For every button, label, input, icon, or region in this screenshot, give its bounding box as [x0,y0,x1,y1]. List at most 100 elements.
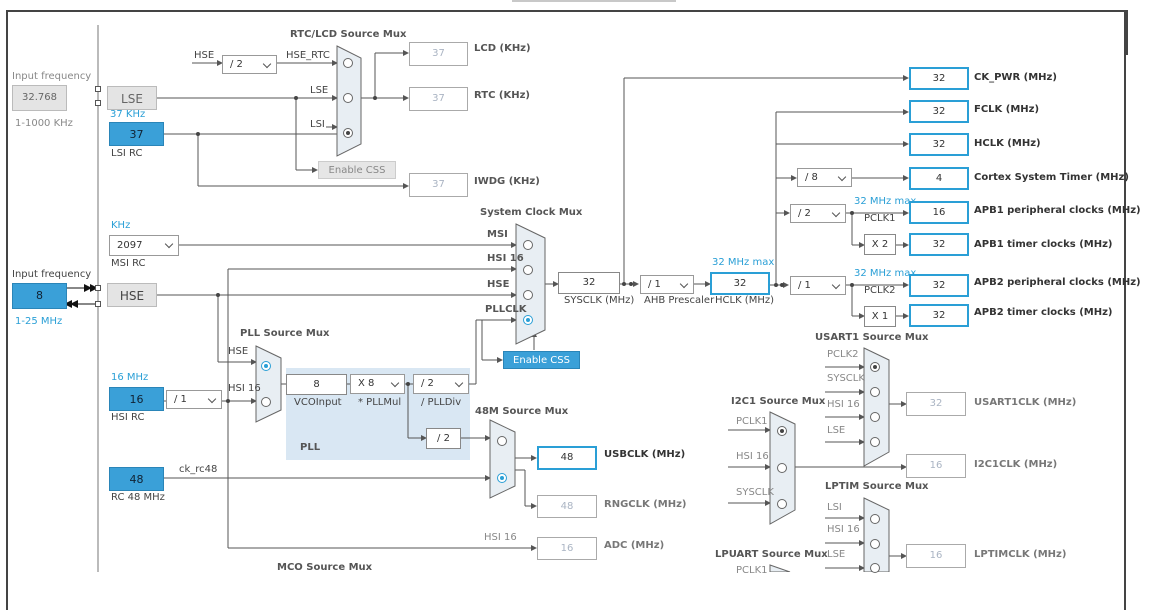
lptim-lsi-label: LSI [827,502,842,513]
usart1-hsi-label: HSI 16 [827,399,860,410]
apb2-prescaler-select[interactable]: / 1 [790,276,846,295]
sysclk-mux-pllclk-radio[interactable] [523,315,533,325]
lptim-mux-lsi-radio[interactable] [870,514,880,524]
hsi-rc-label: HSI RC [111,412,145,423]
sysclk-mux-pllclk-label: PLLCLK [485,304,527,315]
usart1-mux-sysclk-radio[interactable] [870,387,880,397]
sysclk-mux-hsi-label: HSI 16 [487,253,524,264]
sysclk-value: 32 [558,272,620,294]
cortex-timer-divider-select[interactable]: / 8 [797,168,852,187]
i2c1-mux-sysclk-radio[interactable] [777,499,787,509]
sysclk-mux-hse-label: HSE [487,279,510,290]
hsi-rc-value: 16 [109,387,164,411]
ahb-prescaler-select[interactable]: / 1 [640,275,694,294]
sysclk-mux-title: System Clock Mux [480,207,583,218]
lse-range-label: 1-1000 KHz [15,118,73,129]
ahb-prescaler-label: AHB Prescaler [644,295,715,306]
msi-range-select[interactable]: 2097 [109,235,179,256]
adc-hsi-label: HSI 16 [484,532,517,543]
lse-input-frequency-field[interactable]: 32.768 [12,85,67,111]
rtc-mux-hse-radio[interactable] [343,58,353,68]
i2c1-hsi-label: HSI 16 [736,451,769,462]
hse-port-bottom [95,301,101,307]
hclk-input-field[interactable]: 32 [710,272,770,295]
apb1-max-label: 32 MHz max [854,196,917,207]
rtc-freq-output: 37 [409,87,468,111]
rngclk-label: RNGCLK (MHz) [604,499,687,510]
usb48-mux-pll-radio[interactable] [497,436,507,446]
pll-mux-hsi-label: HSI 16 [228,383,261,394]
hse-range-label: 1-25 MHz [15,316,63,327]
lcd-freq-output: 37 [409,42,468,66]
rtc-enable-css-button[interactable]: Enable CSS [318,161,396,179]
hse-rtc-divider-select[interactable]: / 2 [222,55,277,74]
pll-vco-input-value: 8 [286,374,347,395]
i2c1-mux-pclk-radio[interactable] [777,426,787,436]
usart1-lse-label: LSE [827,425,846,436]
lse-oscillator-box[interactable]: LSE [107,86,157,110]
usart1-sysclk-label: SYSCLK [827,373,865,384]
iwdg-freq-output: 37 [409,173,468,197]
i2c1clk-output: 16 [906,454,966,478]
pll-vco-input-label: VCOInput [294,397,342,408]
lse-port-bottom [95,100,101,106]
fclk-label: FCLK (MHz) [974,104,1040,115]
pll-mux-hsi-radio[interactable] [261,397,271,407]
rtc-freq-label: RTC (KHz) [474,90,530,101]
sysclk-label: SYSCLK (MHz) [564,295,635,306]
apb1-peripheral-label: APB1 peripheral clocks (MHz) [974,205,1141,216]
apb2-max-label: 32 MHz max [854,268,917,279]
i2c1-mux-hsi-radio[interactable] [777,463,787,473]
clock-config-canvas [6,10,1126,610]
lsi-freq-label: 37 KHz [110,109,146,120]
usbclk-output: 48 [537,446,597,470]
ck-pwr-output: 32 [909,67,969,90]
usart1-mux-lse-radio[interactable] [870,437,880,447]
pll-mul-select[interactable]: X 8 [350,374,405,394]
pll-div-select[interactable]: / 2 [413,374,469,394]
lsi-rc-label: LSI RC [111,148,143,159]
usart1-mux-pclk-radio[interactable] [870,362,880,372]
usart1clk-label: USART1CLK (MHz) [974,397,1077,408]
usart1-mux-title: USART1 Source Mux [815,332,929,343]
hse-rtc-label: HSE_RTC [286,50,330,61]
sysclk-mux-msi-radio[interactable] [523,240,533,250]
lse-input-frequency-label: Input frequency [12,71,92,82]
adc-label: ADC (MHz) [604,540,665,551]
hse-oscillator-box[interactable]: HSE [107,283,157,307]
hse-port-top [95,285,101,291]
rngclk-output: 48 [537,495,597,518]
lsi-rc-value: 37 [109,122,164,146]
pclk1-label: PCLK1 [864,213,896,224]
lptim-mux-title: LPTIM Source Mux [825,481,929,492]
mco-mux-title: MCO Source Mux [277,562,373,573]
sysclk-mux-hsi-radio[interactable] [523,265,533,275]
rc48-value: 48 [109,467,164,491]
usb48-mux-rc48-radio[interactable] [497,473,507,483]
usbclk-label: USBCLK (MHz) [604,449,686,460]
hse-input-frequency-label: Input frequency [12,269,92,280]
sysclk-mux-hse-radio[interactable] [523,290,533,300]
cortex-timer-output: 4 [909,167,969,190]
ck-pwr-label: CK_PWR (MHz) [974,72,1057,83]
hsi-divider-select[interactable]: / 1 [166,390,222,409]
lpuart-mux-title: LPUART Source Mux [715,549,828,560]
lptim-lse-label: LSE [827,549,846,560]
lpuart-pclk-label: PCLK1 [736,565,768,576]
hse-input-frequency-field[interactable]: 8 [12,283,67,309]
hclk-max-label: 32 MHz max [712,257,775,268]
rtc-mux-lsi-radio[interactable] [343,128,353,138]
hclk-output-label: HCLK (MHz) [974,138,1041,149]
lptim-mux-hsi-radio[interactable] [870,539,880,549]
rtc-lsi-label: LSI [310,119,325,130]
pll-label: PLL [300,442,321,453]
rtc-hse-label: HSE [194,50,215,61]
apb2-timer-label: APB2 timer clocks (MHz) [974,307,1113,318]
i2c1clk-label: I2C1CLK (MHz) [974,459,1058,470]
usart1-mux-hsi-radio[interactable] [870,412,880,422]
rtc-mux-lse-radio[interactable] [343,93,353,103]
apb1-peripheral-output: 16 [909,201,969,224]
apb1-prescaler-select[interactable]: / 2 [790,204,846,223]
sysclk-enable-css-button[interactable]: Enable CSS [503,351,580,369]
pll-mux-hse-radio[interactable] [261,361,271,371]
